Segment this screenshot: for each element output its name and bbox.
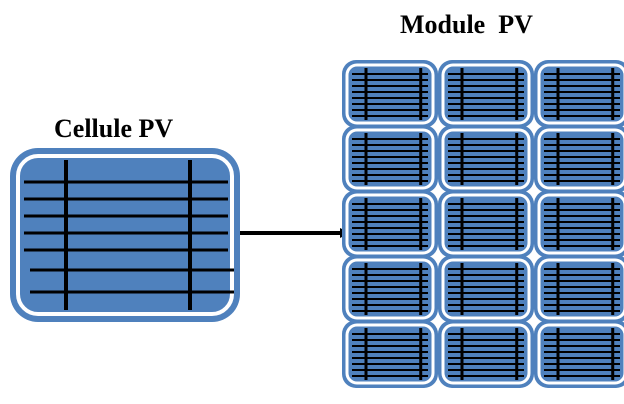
module-label: Module PV (400, 10, 533, 39)
cell-inner-panel (16, 154, 234, 316)
module-cell (438, 125, 534, 193)
module-cell (342, 255, 438, 323)
module-cell (342, 60, 438, 128)
module-cell (342, 190, 438, 258)
module-cell (342, 125, 438, 193)
module-cell (438, 60, 534, 128)
single-pv-cell (10, 148, 240, 322)
module-cell (534, 190, 624, 258)
module-cell (534, 320, 624, 388)
module-cell (534, 255, 624, 323)
module-cell (438, 255, 534, 323)
module-cell (438, 190, 534, 258)
module-cell (534, 60, 624, 128)
cell-label: Cellule PV (54, 114, 174, 143)
pv-module-grid (342, 60, 624, 388)
module-cell (438, 320, 534, 388)
module-cell (342, 320, 438, 388)
module-cell (534, 125, 624, 193)
